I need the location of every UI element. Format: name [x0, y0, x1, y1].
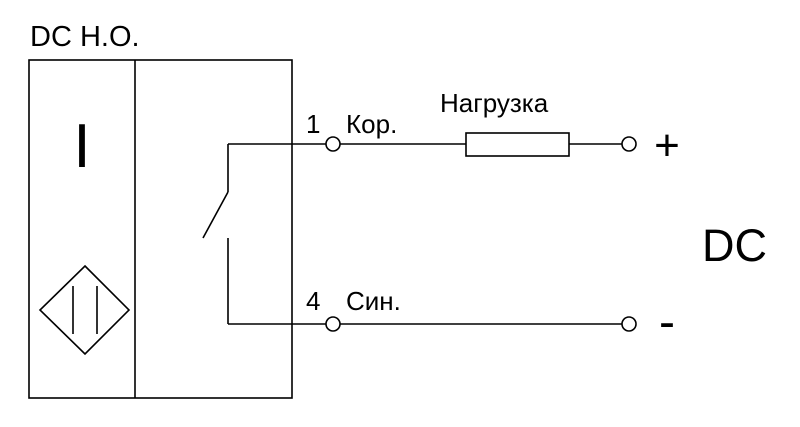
negative-output-sign: - [659, 296, 675, 349]
terminal-4-wire-label: Син. [346, 286, 401, 316]
inductive-sensor-symbol-icon [38, 264, 131, 356]
terminal-1-number: 1 [306, 109, 320, 139]
terminal-circle-icon [621, 136, 637, 152]
terminal-circle-icon [621, 316, 637, 332]
load-resistor-icon [465, 132, 570, 157]
terminal-circle-icon [325, 136, 341, 152]
diagram-title: DC Н.О. [30, 21, 140, 53]
supply-label: DC [702, 220, 767, 271]
terminal-4-number: 4 [306, 286, 320, 316]
normally-open-switch-symbol-icon [202, 144, 229, 324]
sensor-body [28, 59, 293, 399]
sensor-body-mark: I [73, 112, 90, 181]
positive-output-sign: + [654, 121, 680, 170]
load-label: Нагрузка [440, 88, 549, 118]
terminal-circle-icon [325, 316, 341, 332]
terminal-1-wire-label: Кор. [346, 109, 397, 139]
